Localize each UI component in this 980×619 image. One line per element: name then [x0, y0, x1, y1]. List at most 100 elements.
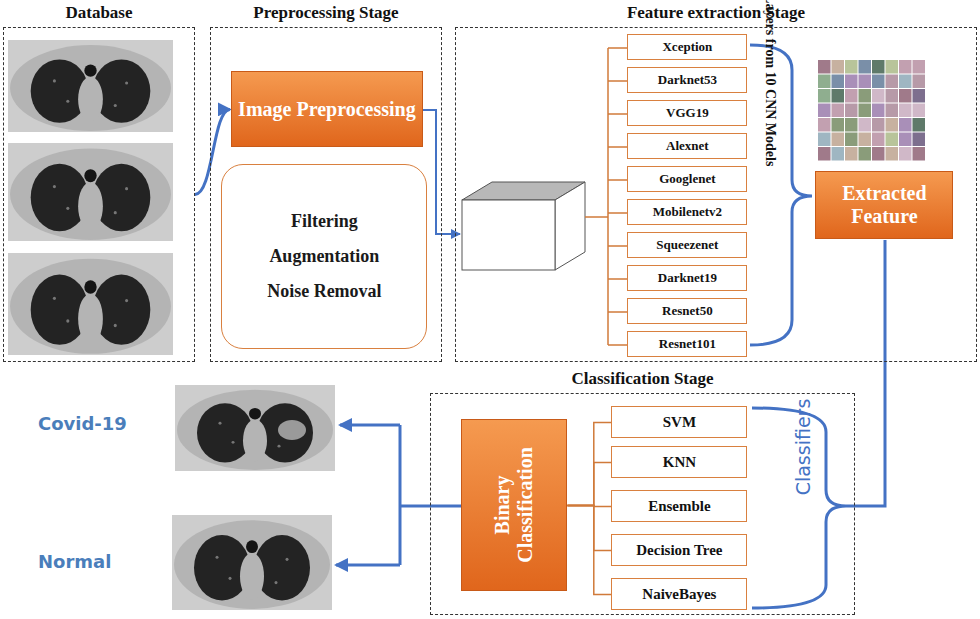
stage-heading: Classification Stage [401, 369, 884, 389]
vertical-note: Selected Layers from 10 CNN Models [762, 0, 778, 204]
feature-tile [886, 118, 899, 132]
ct-scan-image [8, 143, 173, 241]
feature-tile [913, 75, 926, 89]
cnn-model-box: Resnet50 [627, 298, 747, 324]
feature-tile [899, 118, 912, 132]
feature-tile [913, 147, 926, 161]
cnn-model-box: Mobilenetv2 [627, 199, 747, 225]
stage-heading: Feature extraction Stage [426, 3, 980, 23]
feature-tile [899, 75, 912, 89]
feature-tile [832, 89, 845, 103]
feature-tile [832, 133, 845, 147]
stage-region: Classification StageBinary Classificatio… [430, 393, 855, 615]
box-label: Noise Removal [267, 281, 381, 302]
feature-tile [913, 60, 926, 74]
box-label: KNN [663, 454, 696, 471]
feature-tile [859, 118, 872, 132]
feature-tile [913, 104, 926, 118]
feature-tile [872, 147, 885, 161]
classifier-box: NaiveBayes [611, 578, 747, 610]
box-label: SVM [663, 414, 696, 431]
feature-tile [818, 60, 831, 74]
classifier-box: Decision Tree [611, 534, 747, 566]
ct-scan-covid [175, 385, 335, 471]
box-label: NaiveBayes [642, 586, 716, 603]
output-line [400, 505, 462, 508]
tree-connector [567, 505, 611, 550]
feature-tile [859, 104, 872, 118]
feature-tile [818, 89, 831, 103]
feature-tile [845, 75, 858, 89]
classifier-box: SVM [611, 406, 747, 438]
feature-tile [899, 104, 912, 118]
cnn-model-box: Alexnet [627, 133, 747, 159]
feature-tile [859, 75, 872, 89]
feature-tile [818, 118, 831, 132]
cnn-model-box: Darknet53 [627, 67, 747, 93]
cube-front [462, 200, 555, 270]
classifier-box: KNN [611, 446, 747, 478]
feature-tile [859, 89, 872, 103]
covid-opacity [278, 420, 306, 440]
feature-tile [845, 133, 858, 147]
stage-heading: Preprocessing Stage [181, 3, 471, 23]
feature-tile [886, 147, 899, 161]
feature-tile [832, 104, 845, 118]
feature-tile [872, 75, 885, 89]
feature-map-image [818, 60, 925, 161]
feature-tile [859, 133, 872, 147]
feature-tile [899, 60, 912, 74]
box-label: Googlenet [659, 171, 715, 187]
box-label: Squeezenet [656, 237, 718, 253]
feature-tile [832, 60, 845, 74]
cnn-model-box: Googlenet [627, 166, 747, 192]
box-label: Binary Classification [491, 427, 537, 583]
process-box: Image Preprocessing [231, 71, 423, 147]
stage-region: Database [3, 27, 195, 362]
feature-tile [818, 104, 831, 118]
feature-tile [845, 118, 858, 132]
step-list-box: FilteringAugmentationNoise Removal [221, 164, 427, 349]
cnn-model-box: Resnet101 [627, 331, 747, 357]
feature-tile [886, 89, 899, 103]
feature-tile [913, 89, 926, 103]
box-label: VGG19 [666, 105, 709, 121]
feature-tile [845, 147, 858, 161]
box-label: Mobilenetv2 [653, 204, 722, 220]
feature-tile [832, 147, 845, 161]
feature-tile [872, 118, 885, 132]
ct-scan-normal [172, 515, 332, 610]
ct-scan-image [8, 253, 173, 355]
box-label: Ensemble [648, 498, 711, 515]
box-label: Extracted Feature [816, 182, 952, 228]
stage-region: Feature extraction StageXceptionDarknet5… [455, 27, 977, 362]
flow-line [846, 240, 885, 506]
box-label: Alexnet [666, 138, 709, 154]
feature-tile [845, 104, 858, 118]
box-label: Darknet19 [658, 270, 717, 286]
feature-tile [845, 89, 858, 103]
feature-tile [886, 75, 899, 89]
cnn-model-box: VGG19 [627, 100, 747, 126]
feature-tile [859, 147, 872, 161]
feature-tile [859, 60, 872, 74]
feature-tile [886, 133, 899, 147]
cnn-model-box: Squeezenet [627, 232, 747, 258]
feature-tile [899, 133, 912, 147]
feature-tile [818, 75, 831, 89]
output-label: Normal [38, 551, 111, 572]
classifier-box: Ensemble [611, 490, 747, 522]
feature-tile [913, 133, 926, 147]
cnn-tree [585, 48, 628, 345]
output-arrow [340, 424, 400, 427]
feature-tile [872, 89, 885, 103]
box-label: Filtering [291, 211, 358, 232]
feature-tile [872, 133, 885, 147]
process-box: Extracted Feature [815, 171, 953, 239]
ct-scan-image [8, 40, 173, 132]
box-label: Darknet53 [658, 72, 717, 88]
output-label: Covid-19 [38, 413, 127, 434]
feature-tile [832, 118, 845, 132]
feature-tile [886, 60, 899, 74]
feature-tile [872, 104, 885, 118]
